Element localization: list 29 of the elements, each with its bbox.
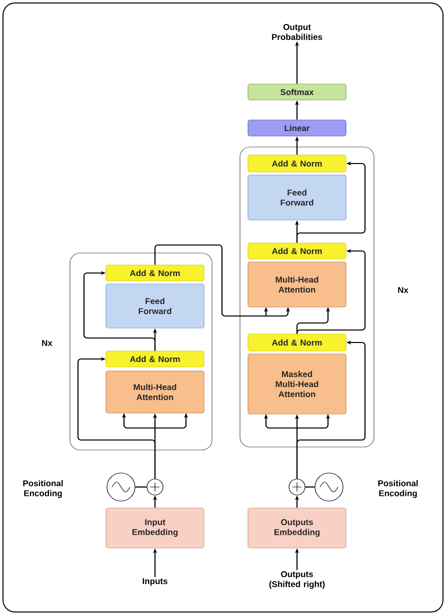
- linear-box: Linear: [248, 120, 346, 136]
- repeat-label: Nx: [42, 340, 52, 346]
- oscillator-circle: [314, 472, 344, 502]
- feed-forward-box: Feed Forward: [106, 284, 204, 328]
- io-label: Output Probabilities: [272, 24, 322, 40]
- encoding-label: Positional Encoding: [378, 480, 418, 498]
- embedding-box: Input Embedding: [106, 508, 204, 548]
- softmax-box: Softmax: [248, 84, 346, 100]
- oscillator-circle: [106, 472, 136, 502]
- adder-circle: [288, 478, 306, 496]
- encoding-label: Positional Encoding: [23, 480, 63, 498]
- io-label: Outputs (Shifted right): [269, 571, 325, 589]
- connector-line: [305, 486, 315, 488]
- add-norm-box: Add & Norm: [106, 264, 204, 282]
- attention-box: Multi-Head Attention: [248, 262, 346, 308]
- arrow: [77, 356, 156, 479]
- arrow: [83, 270, 156, 351]
- add-norm-box: Add & Norm: [248, 334, 346, 352]
- attention-box: Masked Multi-Head Attention: [248, 354, 346, 414]
- add-norm-box: Add & Norm: [248, 242, 346, 260]
- connector-line: [135, 486, 147, 488]
- io-label: Inputs: [142, 578, 168, 586]
- embedding-box: Outputs Embedding: [248, 508, 346, 548]
- add-norm-box: Add & Norm: [106, 350, 204, 368]
- adder-circle: [146, 478, 164, 496]
- repeat-label: Nx: [398, 287, 408, 293]
- feed-forward-box: Feed Forward: [248, 174, 346, 220]
- attention-box: Multi-Head Attention: [106, 370, 204, 414]
- add-norm-box: Add & Norm: [248, 154, 346, 172]
